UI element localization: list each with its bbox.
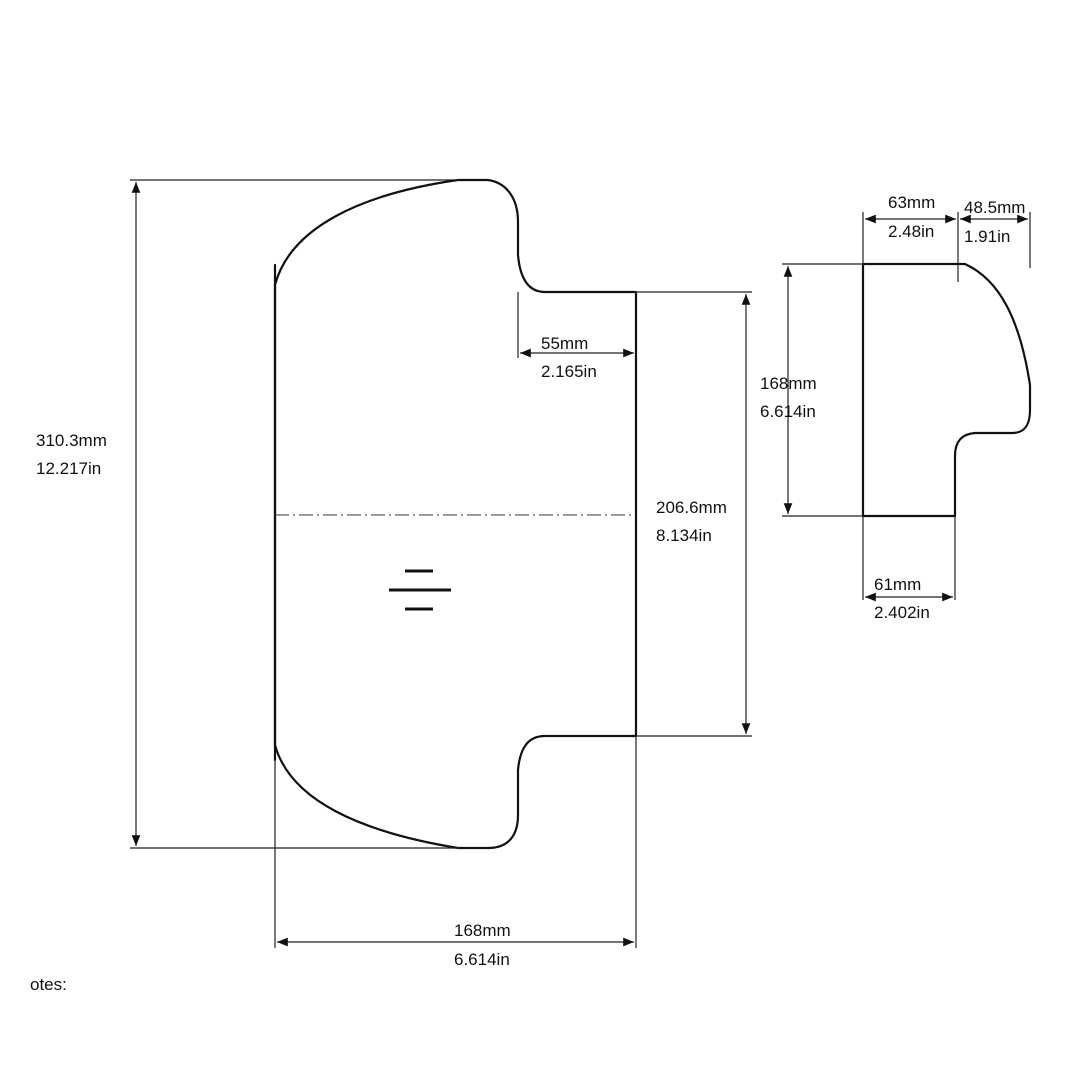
side-top-width-in: 2.48in [888,222,934,241]
body-height-in: 8.134in [656,526,712,545]
side-bottom-width-in: 2.402in [874,603,930,622]
overall-height-in: 12.217in [36,459,101,478]
side-height-in: 6.614in [760,402,816,421]
side-view-outline [861,262,1032,518]
side-bulge-width-in: 1.91in [964,227,1010,246]
notes-label: otes: [30,975,67,994]
side-top-width-mm: 63mm [888,193,935,212]
overall-height-mm: 310.3mm [36,431,107,450]
front-view-outline [273,178,638,850]
side-bottom-width-mm: 61mm [874,575,921,594]
body-width-in: 6.614in [454,950,510,969]
front-view: 310.3mm 12.217in 55mm 2.165in 206.6mm 8.… [36,178,752,969]
symmetry-symbol [389,569,451,611]
notch-depth-mm: 55mm [541,334,588,353]
side-view: 63mm 2.48in 48.5mm 1.91in 168mm 6.614in … [760,193,1032,622]
notch-depth-in: 2.165in [541,362,597,381]
body-width-mm: 168mm [454,921,511,940]
side-bulge-width-mm: 48.5mm [964,198,1025,217]
body-height-mm: 206.6mm [656,498,727,517]
side-height-mm: 168mm [760,374,817,393]
